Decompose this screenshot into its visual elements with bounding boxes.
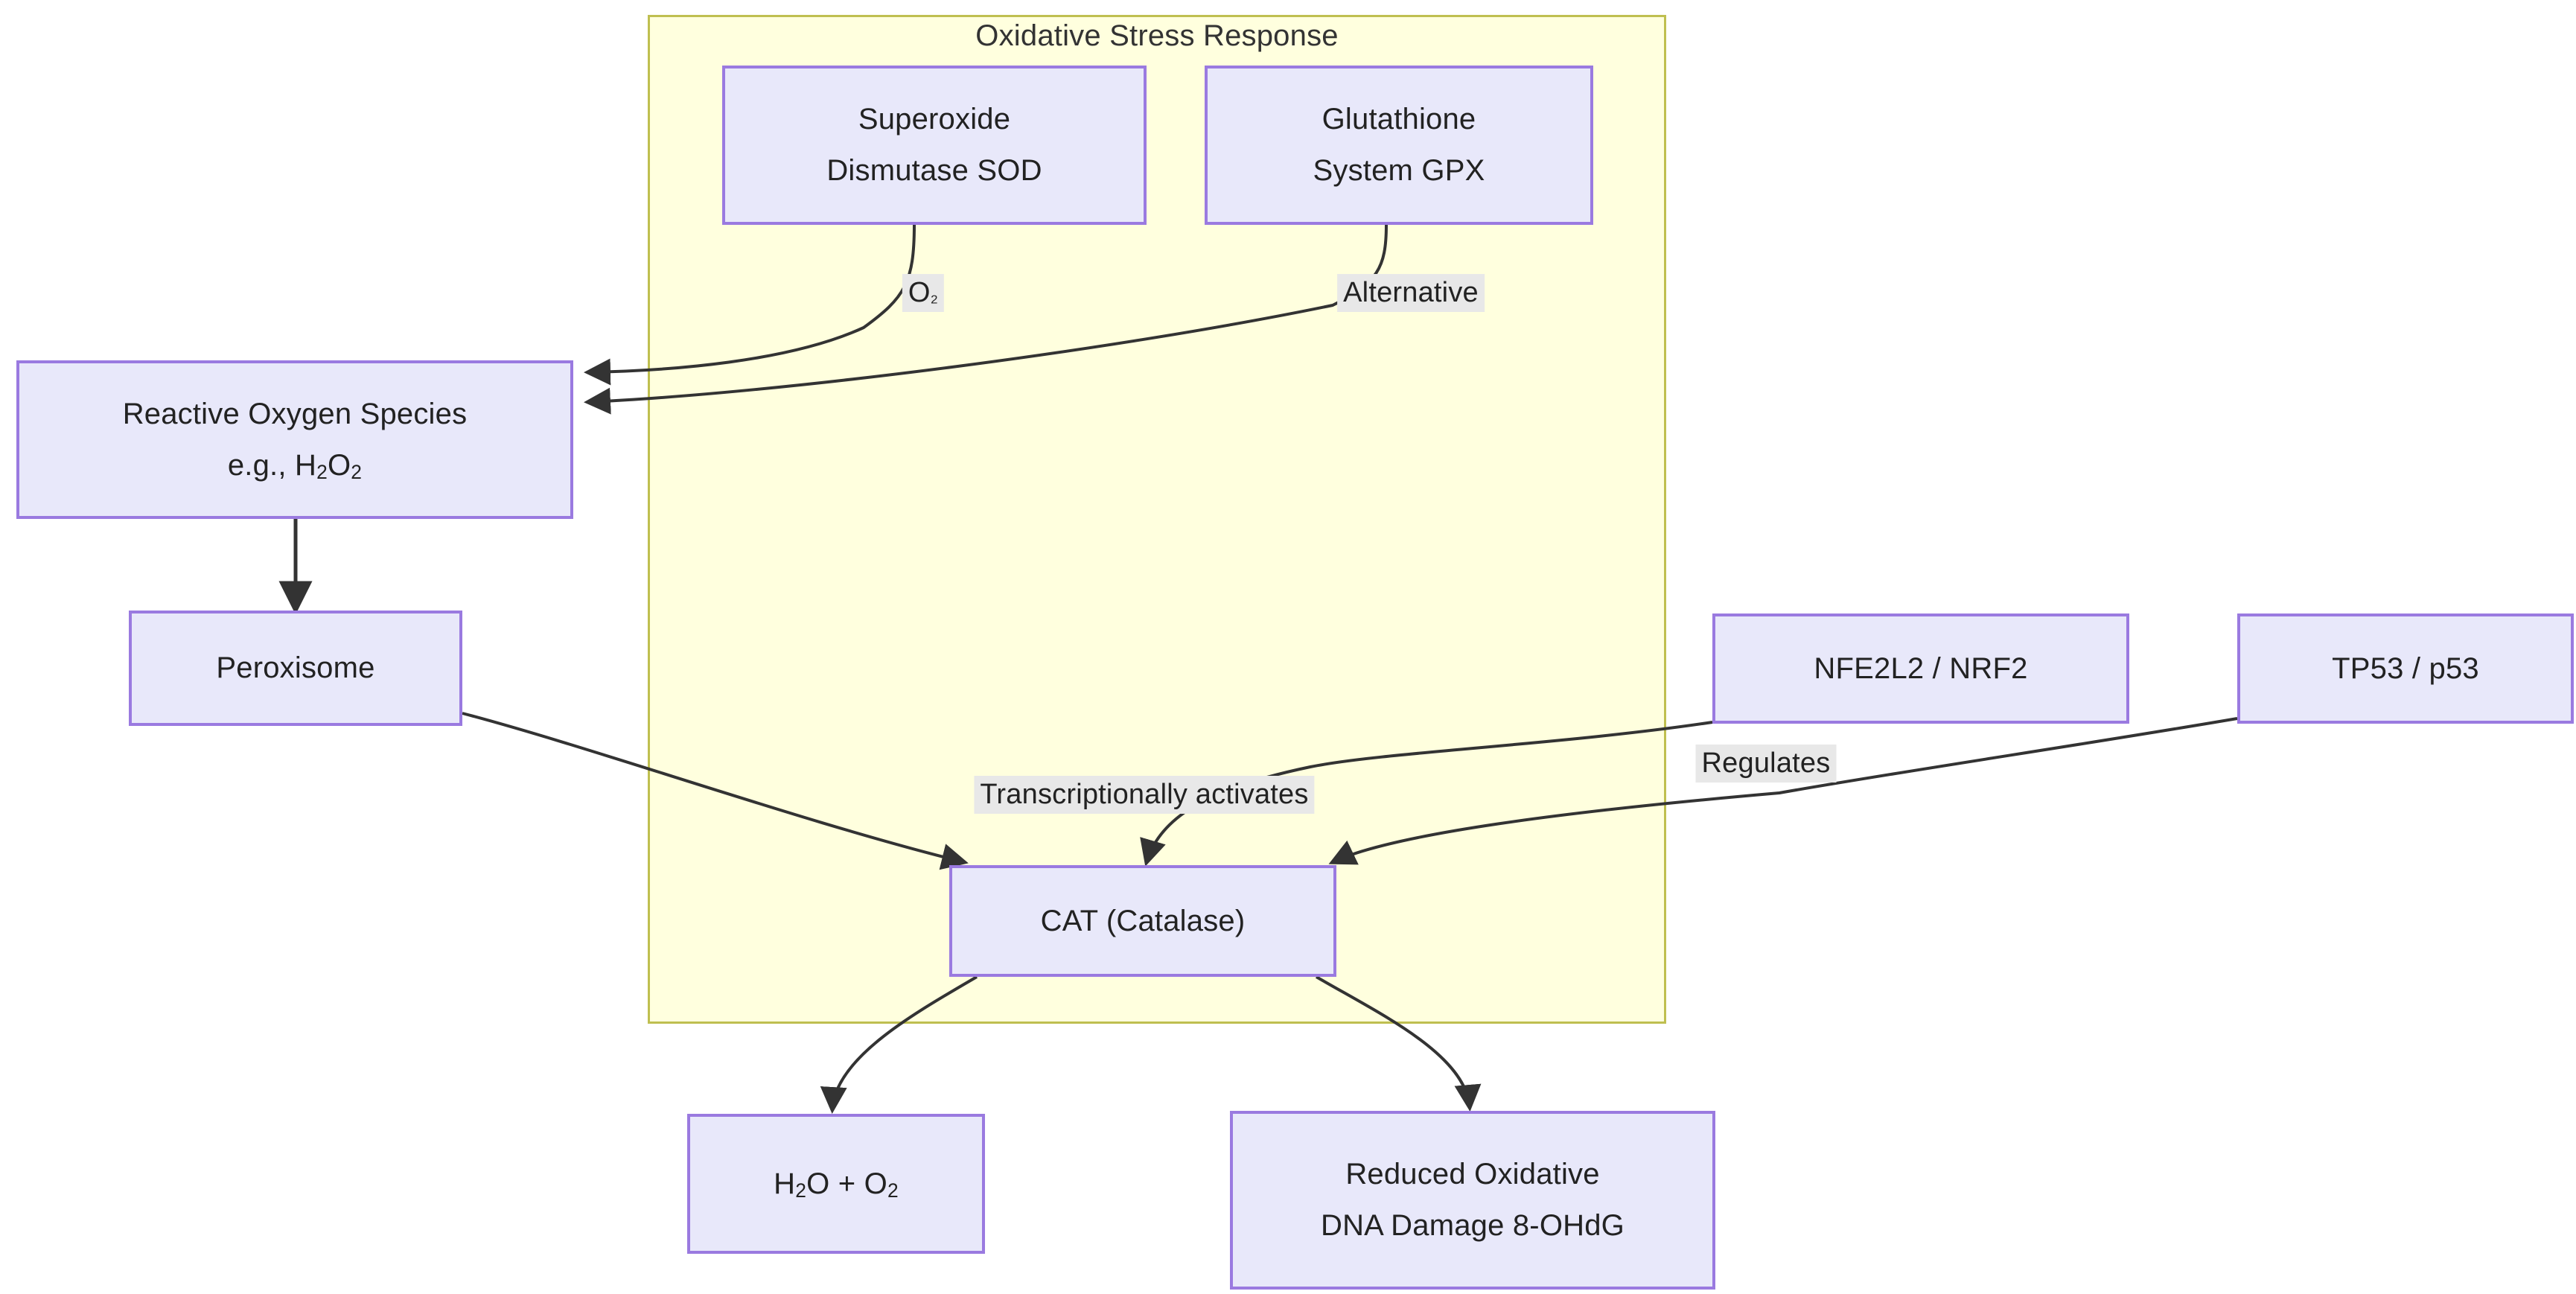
water-formula-pre: H (774, 1167, 796, 1200)
edge-label-alternative: Alternative (1337, 274, 1485, 312)
node-line: CAT (Catalase) (1040, 904, 1246, 937)
node-line-formula: e.g., H2O2 (228, 440, 362, 491)
node-water-plus-oxygen[interactable]: H2O + O2 (687, 1114, 985, 1254)
node-line: Glutathione (1322, 103, 1476, 136)
water-formula-sub2: 2 (887, 1179, 899, 1202)
node-line: Peroxisome (216, 651, 375, 685)
node-line: System GPX (1313, 154, 1485, 187)
subgraph-title: Oxidative Stress Response (975, 19, 1339, 52)
node-superoxide-dismutase-sod[interactable]: Superoxide Dismutase SOD (722, 66, 1147, 225)
node-cat-catalase[interactable]: CAT (Catalase) (949, 865, 1336, 977)
node-line: Reduced Oxidative (1345, 1158, 1600, 1191)
node-line: TP53 / p53 (2332, 651, 2479, 685)
node-line: Superoxide (858, 103, 1011, 136)
edge-label-transcriptionally-activates: Transcriptionally activates (974, 776, 1315, 814)
node-line: Reactive Oxygen Species (122, 397, 468, 430)
node-tp53-p53[interactable]: TP53 / p53 (2237, 613, 2574, 724)
o2-label-pre: O (908, 277, 931, 308)
o2-label-sub: ₂ (930, 284, 939, 306)
edge-label-o2: O₂ (902, 274, 945, 312)
node-reactive-oxygen-species[interactable]: Reactive Oxygen Species e.g., H2O2 (16, 360, 573, 519)
edge-label-regulates: Regulates (1695, 745, 1837, 783)
node-line: Dismutase SOD (826, 154, 1042, 187)
ros-formula-pre: e.g., H (227, 448, 317, 482)
node-peroxisome[interactable]: Peroxisome (129, 611, 462, 726)
node-glutathione-system-gpx[interactable]: Glutathione System GPX (1205, 66, 1593, 225)
node-reduced-oxidative-dna-damage[interactable]: Reduced Oxidative DNA Damage 8-OHdG (1230, 1111, 1715, 1290)
node-line: NFE2L2 / NRF2 (1814, 651, 2028, 685)
water-formula-mid: O + O (806, 1167, 887, 1200)
ros-formula-mid: O (327, 448, 351, 482)
node-line: DNA Damage 8-OHdG (1321, 1209, 1625, 1242)
ros-formula-sub1: 2 (316, 460, 328, 483)
node-line-formula: H2O + O2 (774, 1158, 899, 1210)
ros-formula-sub2: 2 (351, 460, 363, 483)
water-formula-sub1: 2 (795, 1179, 807, 1202)
node-nfe2l2-nrf2[interactable]: NFE2L2 / NRF2 (1712, 613, 2129, 724)
